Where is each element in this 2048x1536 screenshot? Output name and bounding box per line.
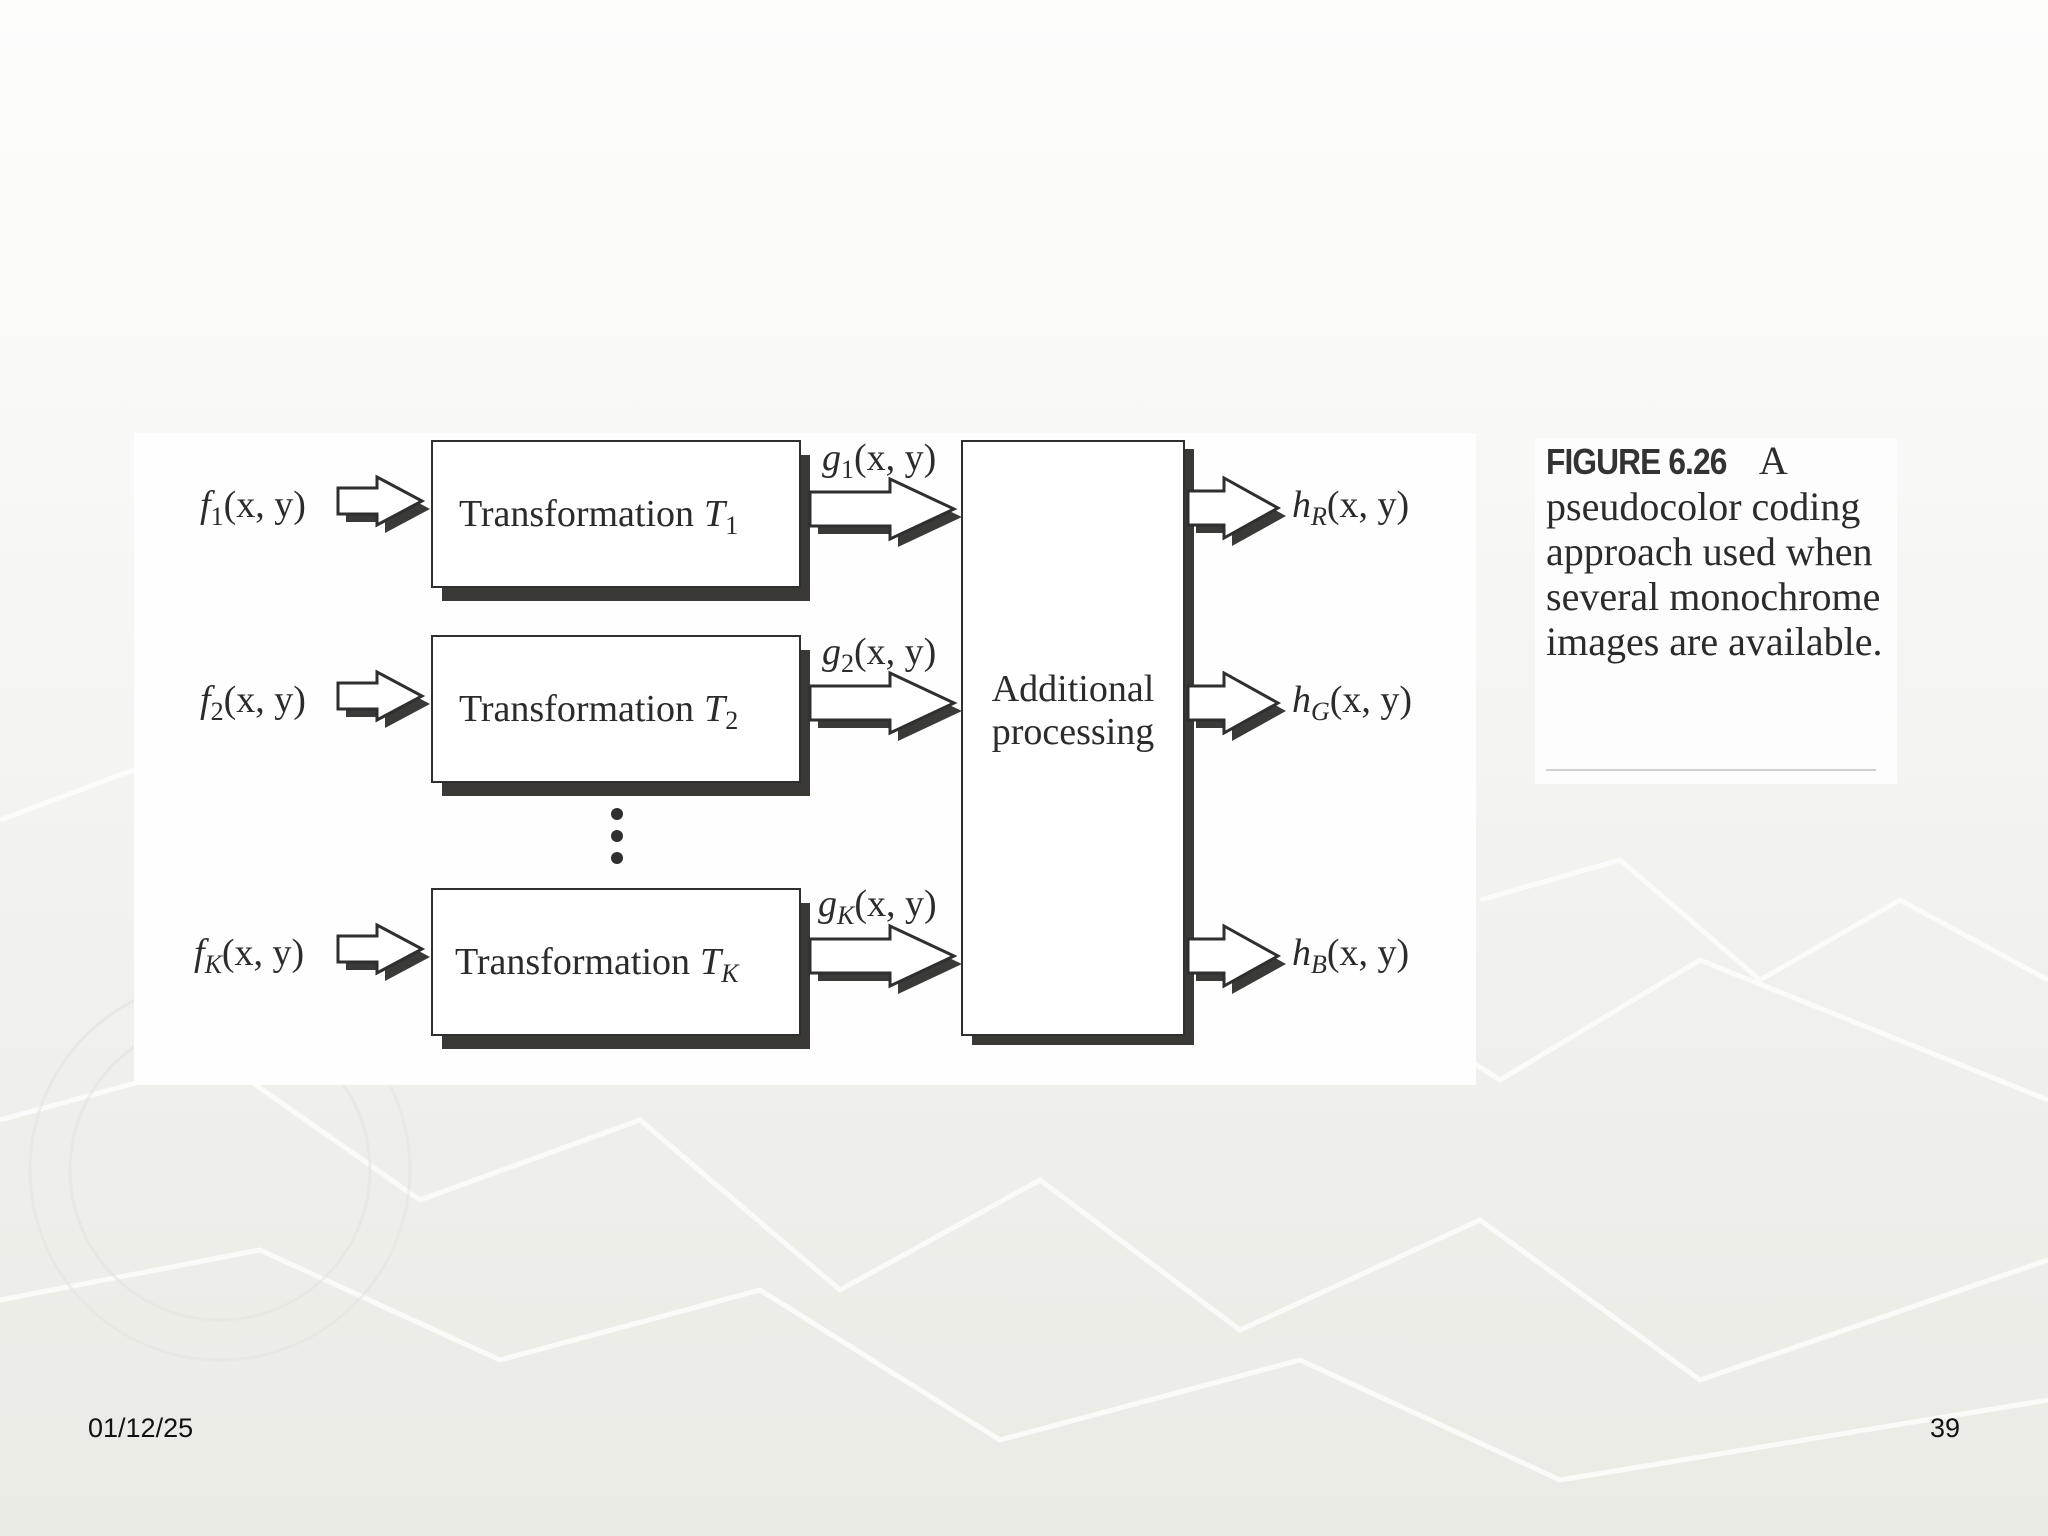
processing-box (961, 440, 1185, 1036)
intermediate-gk-label: gK(x, y) (818, 883, 937, 930)
additional-processing-block: Additional processing (961, 440, 1194, 1045)
transform-2-box (431, 635, 801, 783)
caption-background (1535, 438, 1897, 784)
input-arrow-2 (336, 669, 430, 728)
processing-label-line2: processing (992, 711, 1155, 753)
input-arrow-k (336, 922, 430, 981)
output-hg-label: hG(x, y) (1292, 679, 1412, 726)
output-g: hG(x, y) (1186, 670, 1412, 741)
intermediate-g2-label: g2(x, y) (822, 631, 936, 678)
slide-date: 01/12/25 (88, 1413, 194, 1443)
output-hb-label: hB(x, y) (1292, 932, 1409, 979)
intermediate-g1-label: g1(x, y) (822, 437, 936, 484)
figure-caption: FIGURE 6.26 A pseudocolor coding approac… (1546, 438, 1891, 664)
intermediate-arrow-k (808, 923, 962, 994)
output-r: hR(x, y) (1186, 475, 1409, 546)
input-f2-label: f2(x, y) (200, 679, 306, 726)
intermediate-arrow-2 (808, 670, 962, 741)
input-fk-label: fK(x, y) (194, 932, 304, 979)
caption-first-word: A (1758, 438, 1786, 483)
slide-number: 39 (1929, 1413, 1960, 1443)
input-arrow-1 (336, 474, 430, 533)
ellipsis-dots (611, 808, 623, 864)
figure-label: FIGURE 6.26 (1546, 441, 1727, 482)
output-hr-label: hR(x, y) (1292, 484, 1409, 531)
caption-rule (1546, 769, 1876, 771)
transform-k-box (431, 888, 801, 1036)
input-f1-label: f1(x, y) (200, 484, 306, 531)
output-b: hB(x, y) (1186, 923, 1409, 994)
caption-text: pseudocolor coding approach used when se… (1546, 484, 1883, 664)
transform-1-box (431, 440, 801, 588)
intermediate-arrow-1 (808, 476, 962, 547)
processing-label-line1: Additional (992, 668, 1155, 710)
